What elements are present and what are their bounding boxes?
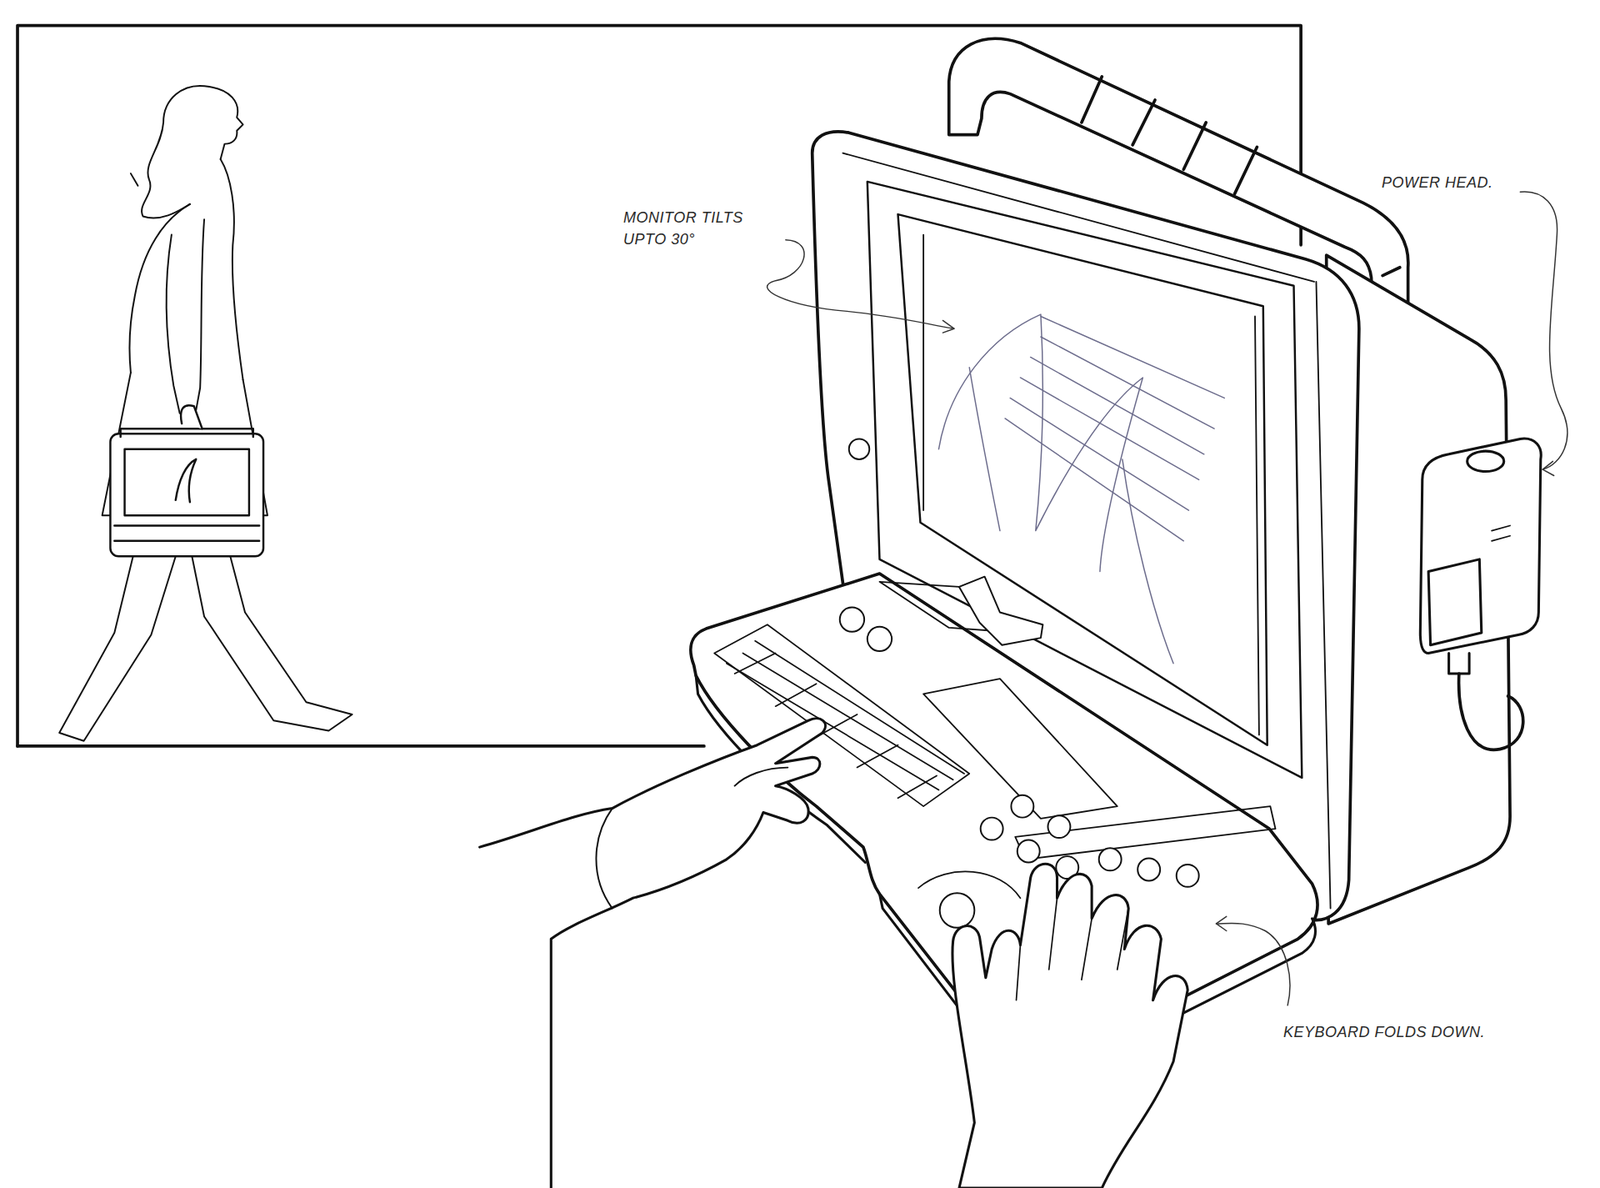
callout-note: MONITOR TILTS UPTO 30° bbox=[623, 206, 782, 250]
label-anchor: MONITOR TILTS UPTO 30° bbox=[623, 206, 782, 250]
label-anchor: POWER HEAD. bbox=[1381, 171, 1549, 194]
callout-note: POWER HEAD. bbox=[1381, 171, 1549, 194]
callout-note: KEYBOARD FOLDS DOWN. bbox=[1283, 1020, 1559, 1043]
label-anchor: KEYBOARD FOLDS DOWN. bbox=[1283, 1020, 1559, 1043]
